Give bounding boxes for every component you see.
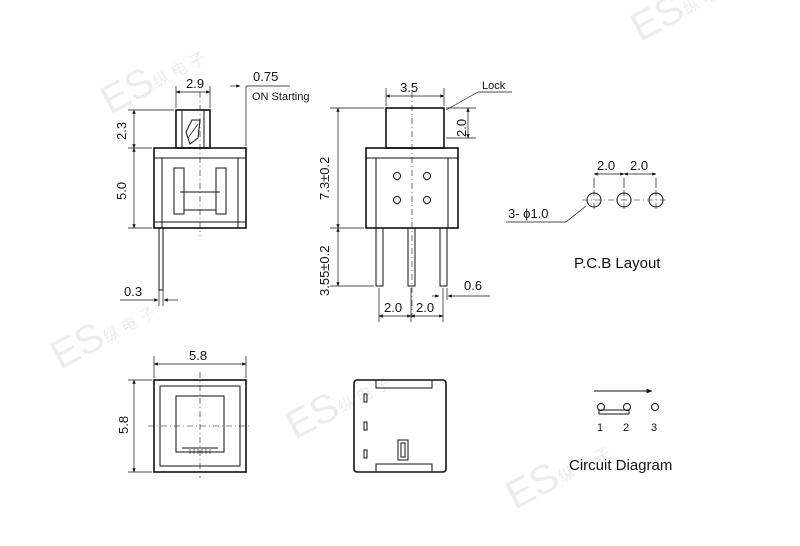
dim-side-offset: 0.75 — [253, 69, 278, 84]
svg-text:ES: ES — [499, 454, 567, 518]
front-cap — [385, 107, 445, 149]
label-lock: Lock — [482, 80, 506, 92]
front-view: 3.5 Lock 2.0 7.3±0.2 3.55±0.2 2.0 2.0 0.… — [317, 80, 512, 322]
dim-front-pin-length: 3.55±0.2 — [317, 245, 332, 296]
circuit-title: Circuit Diagram — [569, 457, 672, 474]
top-hatch — [189, 449, 211, 454]
dim-front-total-height: 7.3±0.2 — [317, 157, 332, 200]
side-pin — [158, 227, 164, 291]
dim-side-body-height: 5.0 — [114, 182, 129, 200]
pcb-layout: 2.0 2.0 3- ϕ1.0 P.C.B Layout — [506, 158, 668, 272]
watermark-4: ES 纵 电 子 — [279, 374, 394, 448]
svg-text:纵 电 子: 纵 电 子 — [680, 0, 739, 18]
watermark-1: ES 纵 电 子 — [624, 0, 739, 50]
pcb-pitch-2: 2.0 — [630, 158, 648, 173]
pcb-holes-label: 3- ϕ1.0 — [508, 206, 549, 221]
circuit-bridge — [598, 409, 630, 415]
circuit-pin-2: 2 — [623, 422, 629, 434]
circuit-contact-3 — [651, 403, 659, 411]
pcb-pitch-1: 2.0 — [597, 158, 615, 173]
dim-front-pin-thick: 0.6 — [464, 278, 482, 293]
pcb-title: P.C.B Layout — [574, 255, 661, 272]
dim-side-cap-height: 2.3 — [114, 122, 129, 140]
dim-top-height: 5.8 — [116, 416, 131, 434]
label-on-starting: ON Starting — [252, 91, 309, 103]
svg-text:ES: ES — [94, 59, 162, 123]
dim-front-pitch-1: 2.0 — [384, 300, 402, 315]
front-pin-2 — [407, 227, 416, 287]
circuit-pin-3: 3 — [651, 422, 657, 434]
front-pin-1 — [375, 227, 384, 287]
bottom-view — [353, 379, 447, 473]
bottom-slot — [397, 439, 409, 461]
dim-top-width: 5.8 — [189, 348, 207, 363]
bottom-body — [353, 379, 447, 473]
dim-front-lock: 2.0 — [454, 119, 469, 137]
top-view: 5.8 5.8 — [116, 348, 252, 478]
side-view: 2.9 0.75 ON Starting 2.3 5.0 0.3 — [114, 69, 309, 306]
dim-front-pitch-2: 2.0 — [416, 300, 434, 315]
circuit-contact-2 — [623, 403, 631, 411]
watermark-3: ES 纵 电 子 — [44, 304, 159, 378]
dim-front-cap-width: 3.5 — [400, 80, 418, 95]
dim-side-pin: 0.3 — [124, 284, 142, 299]
circuit-contact-1 — [597, 403, 605, 411]
dim-side-width: 2.9 — [186, 76, 204, 91]
svg-text:ES: ES — [279, 384, 347, 448]
svg-text:纵 电 子: 纵 电 子 — [100, 304, 159, 347]
svg-text:ES: ES — [44, 314, 112, 378]
circuit-diagram: 1 2 3 Circuit Diagram — [569, 388, 672, 474]
circuit-pin-1: 1 — [597, 422, 603, 434]
front-pin-3 — [439, 227, 448, 287]
svg-text:ES: ES — [624, 0, 692, 50]
